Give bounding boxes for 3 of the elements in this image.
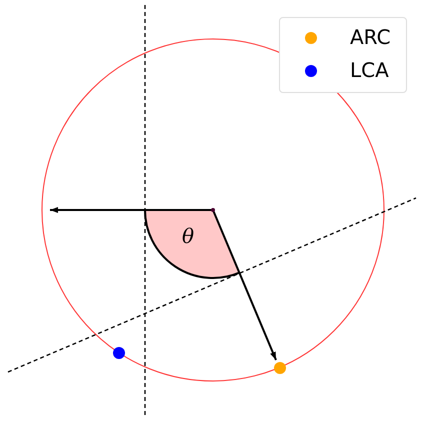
- legend-label: ARC: [350, 27, 391, 47]
- legend-label: LCA: [350, 60, 389, 80]
- angle-label: θ: [182, 226, 194, 246]
